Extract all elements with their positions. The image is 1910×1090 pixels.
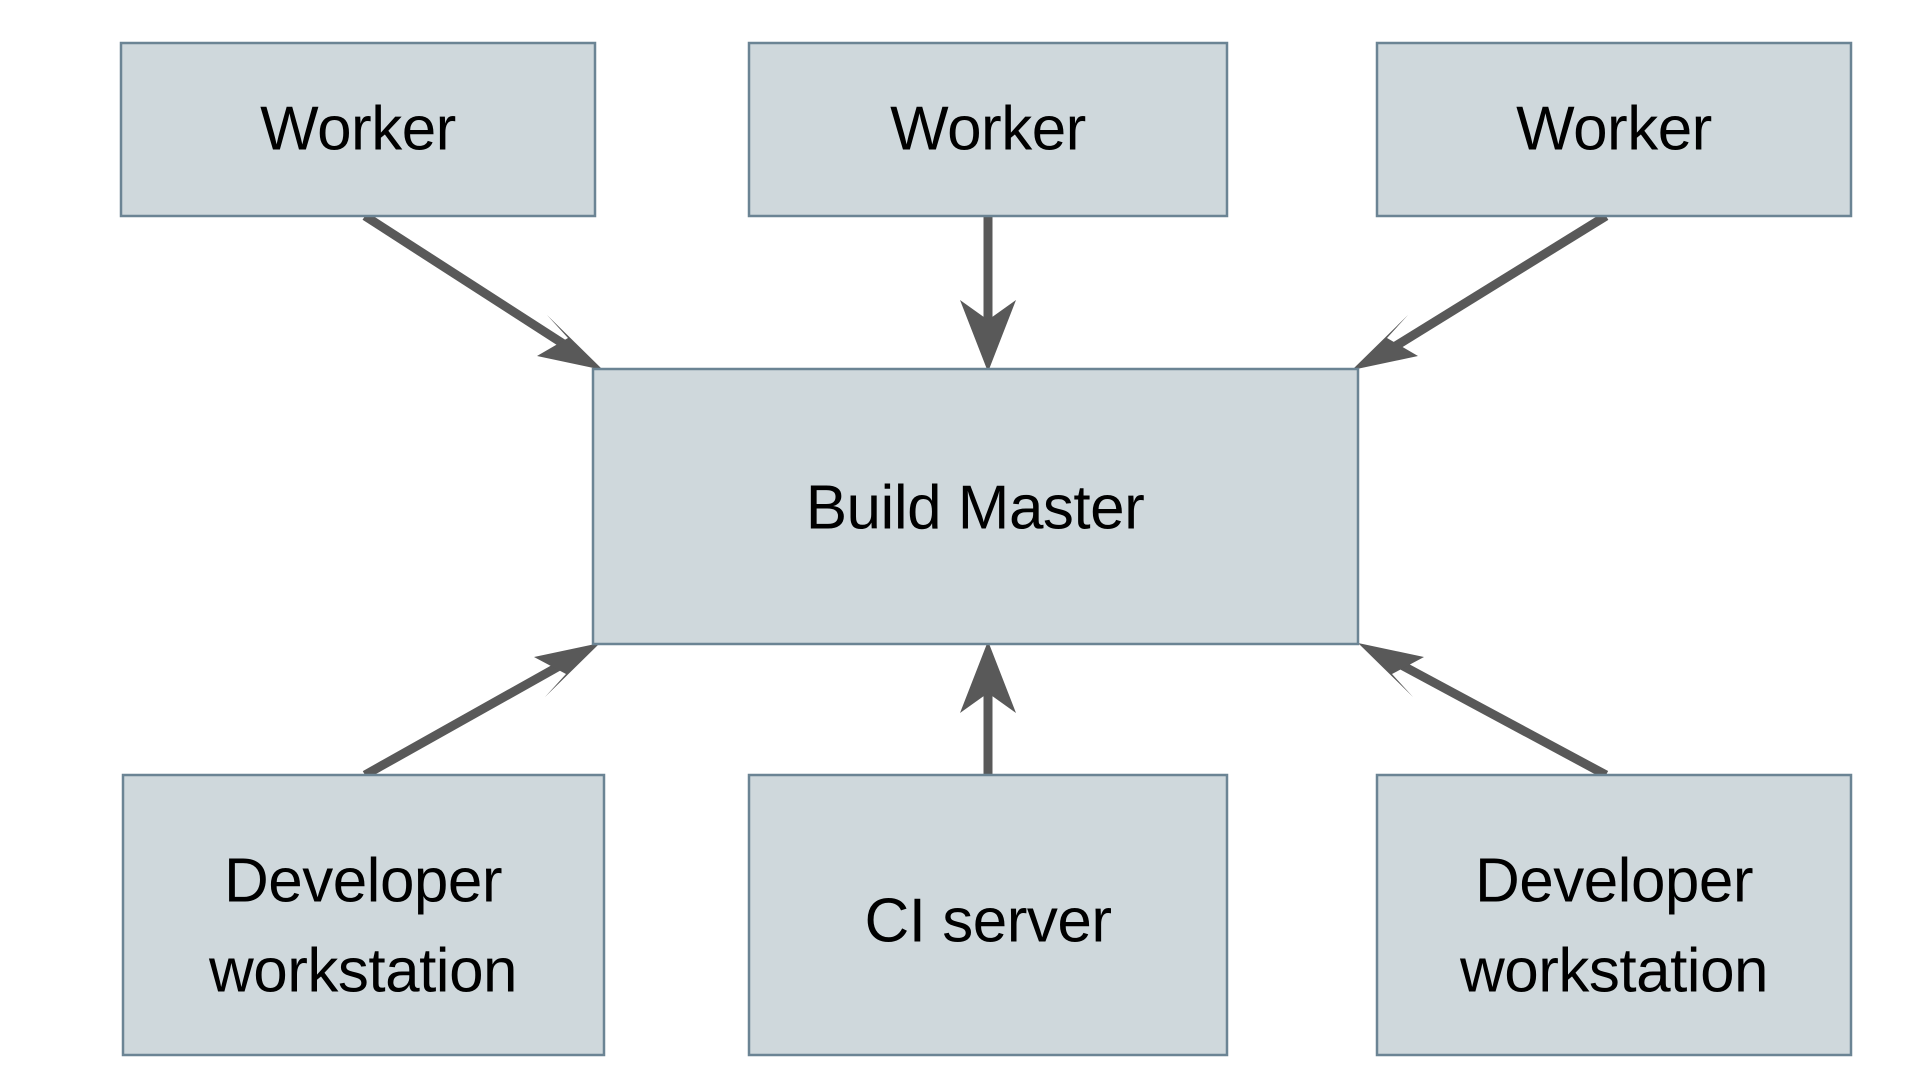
node-label-line-2: workstation [208,936,517,1005]
node-box[interactable] [121,773,606,1057]
arrowhead-icon [534,643,600,697]
node-box[interactable] [1375,773,1853,1057]
node-worker-2[interactable]: Worker [747,41,1229,218]
node-worker-3[interactable]: Worker [1375,41,1853,218]
node-label: CI server [865,886,1112,955]
arrowhead-icon [1358,643,1424,697]
node-box[interactable] [591,367,1360,646]
edge-worker-2-to-build-master [960,216,1016,372]
edge-line [1389,656,1609,779]
node-box[interactable] [747,773,1229,1057]
node-label: Worker [890,94,1086,163]
node-label-line-2: workstation [1459,936,1768,1005]
node-label-line-1: Developer [224,846,502,915]
node-box[interactable] [747,41,1229,218]
edge-line [362,212,579,356]
edge-ci-server-to-build-master [960,641,1016,775]
node-label: Build Master [806,473,1145,542]
node-developer-workstation-right[interactable]: Developer workstation [1375,773,1853,1057]
edge-line [1383,212,1609,356]
edge-developer-left-to-build-master [362,643,600,779]
node-box[interactable] [1375,41,1853,218]
arrowhead-icon [960,641,1016,713]
arrowhead-icon [537,315,603,370]
node-ci-server[interactable]: CI server [747,773,1229,1057]
node-build-master[interactable]: Build Master [591,367,1360,646]
edge-developer-right-to-build-master [1358,643,1609,779]
node-label-line-1: Developer [1475,846,1753,915]
edge-worker-3-to-build-master [1352,212,1609,370]
arrowhead-icon [1352,315,1418,370]
node-label: Worker [1516,94,1712,163]
edge-worker-1-to-build-master [362,212,603,370]
node-box[interactable] [119,41,597,218]
arrowhead-icon [960,300,1016,372]
edge-line [362,656,573,779]
node-developer-workstation-left[interactable]: Developer workstation [121,773,606,1057]
node-label: Worker [260,94,456,163]
node-worker-1[interactable]: Worker [119,41,597,218]
